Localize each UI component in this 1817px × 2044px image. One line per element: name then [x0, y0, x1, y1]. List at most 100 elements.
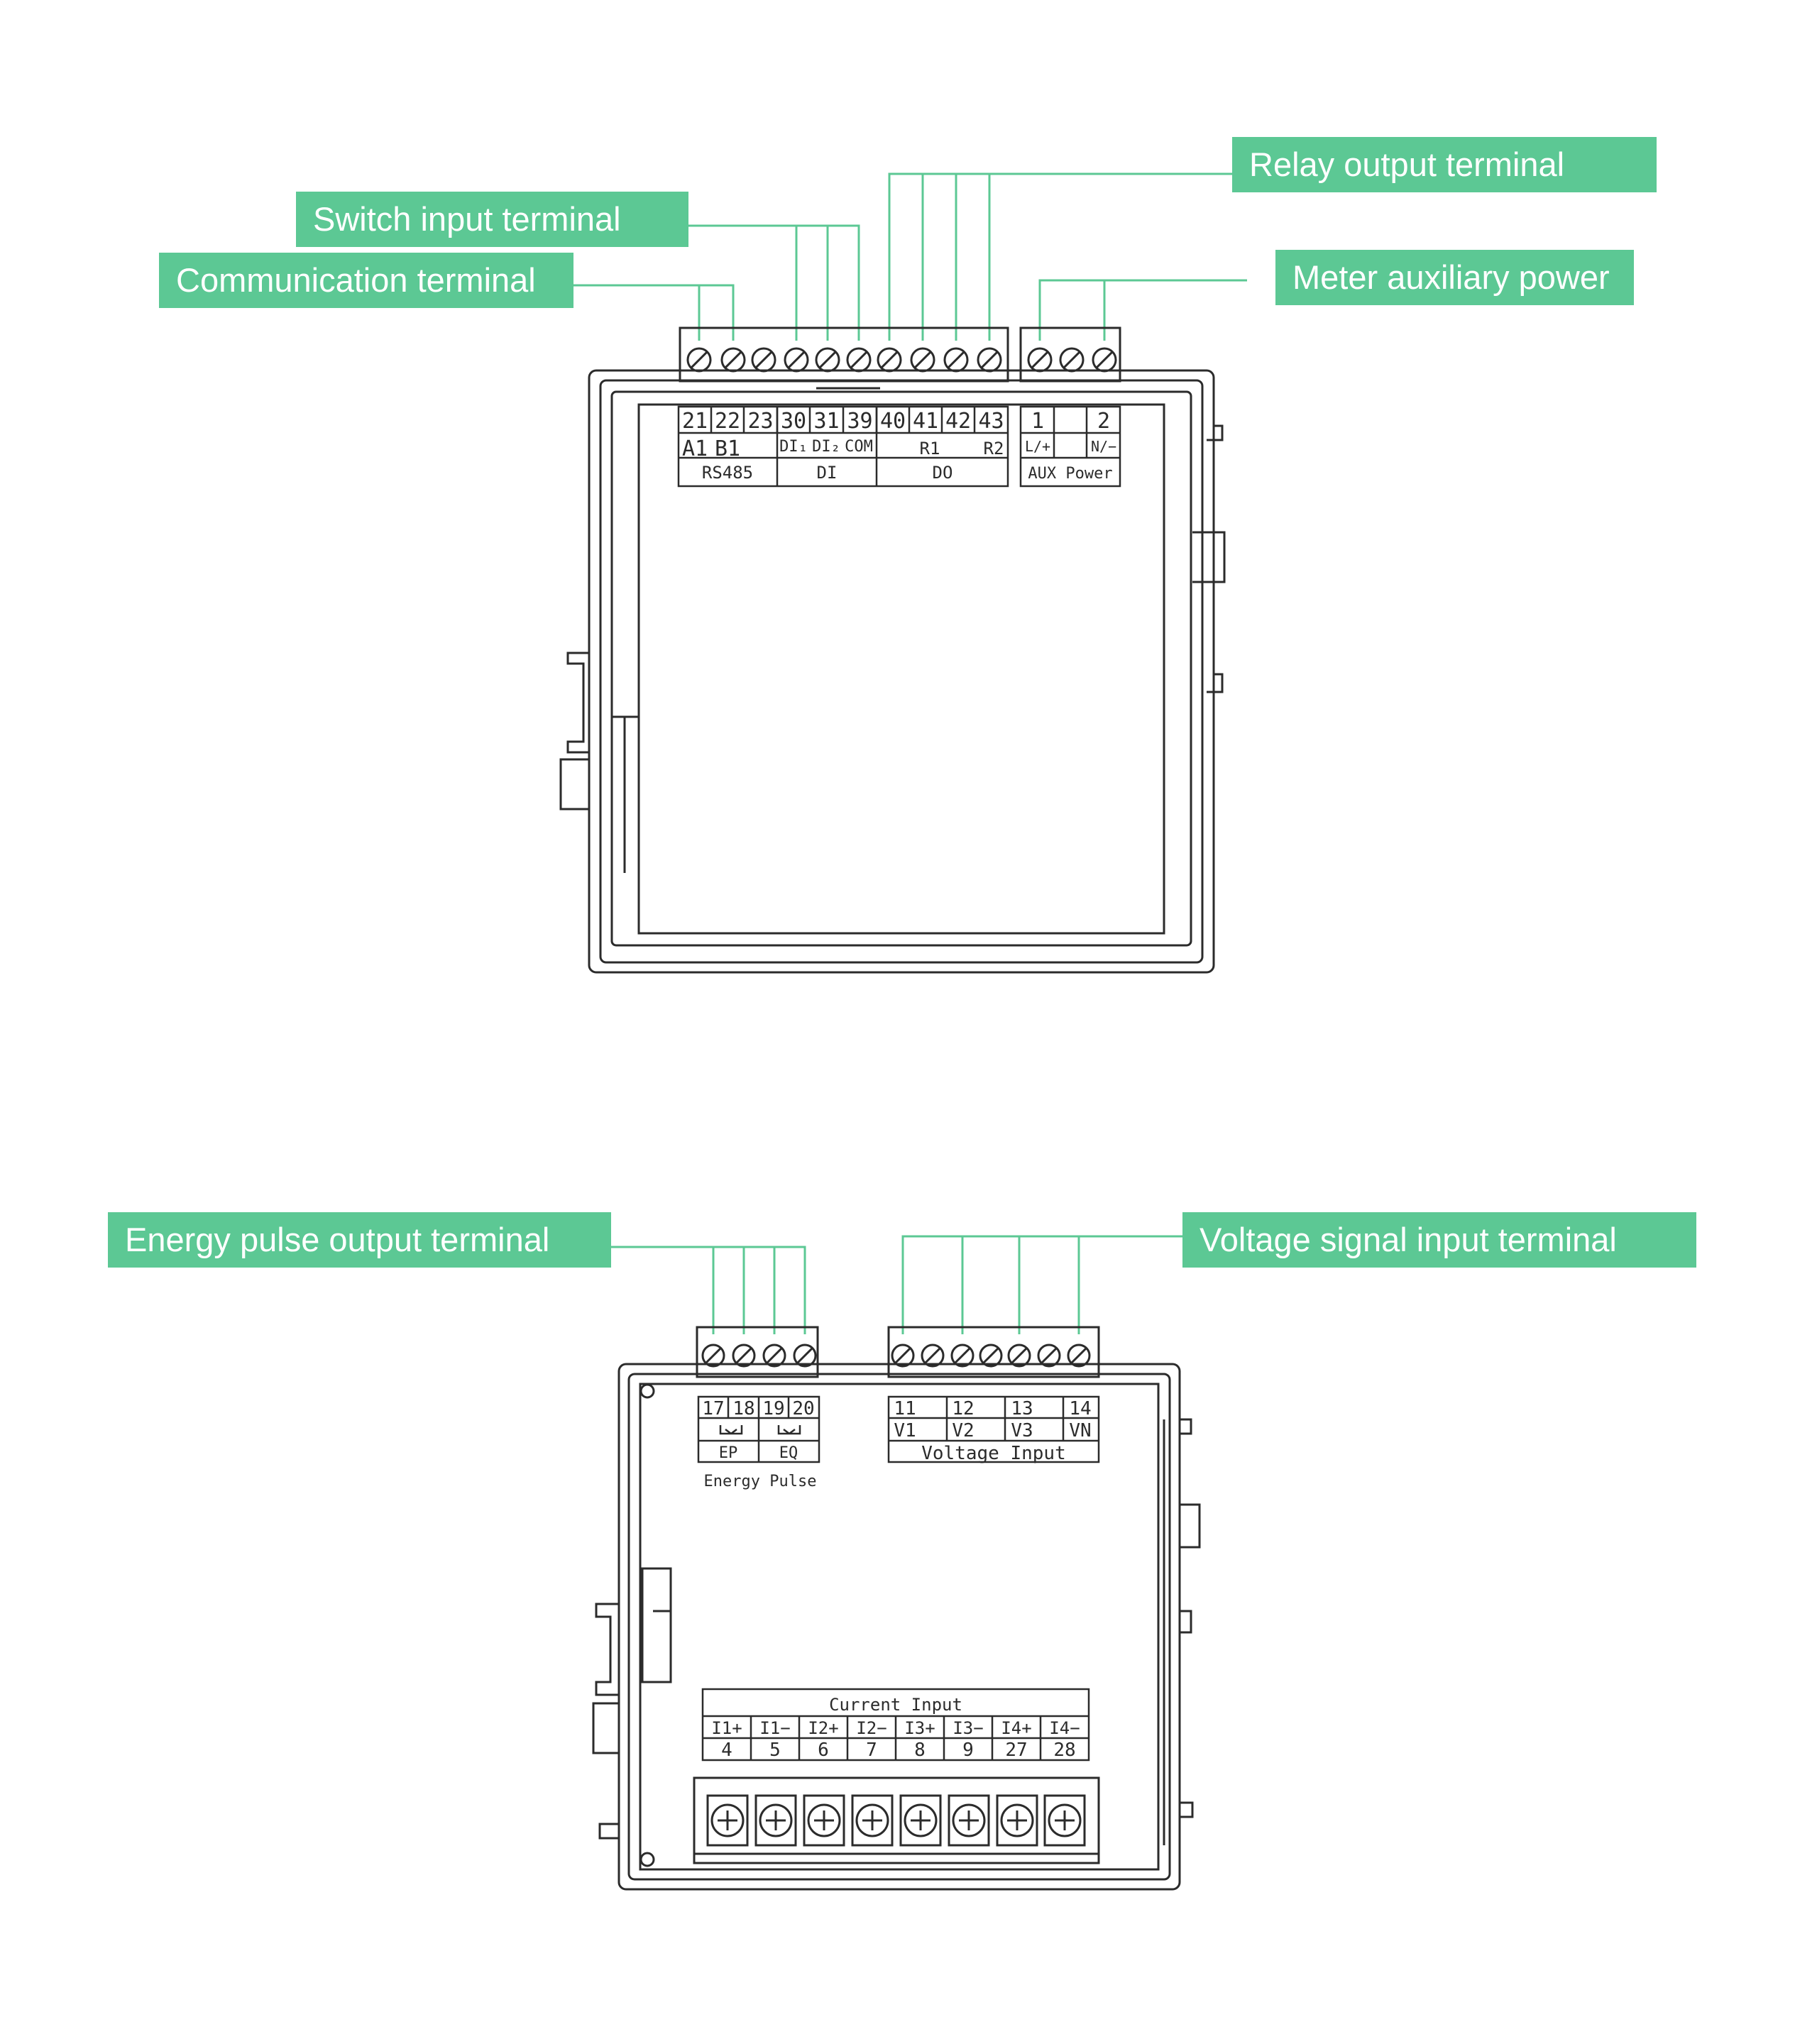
- screw: [762, 1344, 786, 1368]
- current-signal-label: I4+: [1001, 1718, 1031, 1738]
- screw: [1059, 347, 1085, 373]
- callout-switch-input: Switch input terminal: [296, 192, 688, 247]
- voltage-terminal-number: 13: [1011, 1398, 1033, 1419]
- aux-power-label: AUX Power: [1028, 465, 1112, 483]
- voltage-signal-label: V1: [894, 1420, 916, 1441]
- screw: [1092, 347, 1117, 373]
- top-terminal-blocks: [679, 326, 1121, 390]
- pulse-terminal-number: 18: [732, 1398, 754, 1419]
- pulse-terminal-number: 19: [762, 1398, 784, 1419]
- pulse-label: EP: [719, 1444, 738, 1462]
- current-screw: [948, 1794, 990, 1847]
- aux-terminal-number: 1: [1031, 409, 1044, 434]
- leader-line: [573, 284, 735, 341]
- bottom-meter-housing: [592, 1363, 1201, 1891]
- leader-line: [901, 1235, 1182, 1334]
- leader-line: [688, 224, 860, 341]
- screw: [979, 1344, 1003, 1368]
- screw: [891, 1344, 915, 1368]
- terminal-number: 23: [747, 409, 773, 434]
- group-label: RS485: [702, 463, 753, 483]
- screw: [877, 347, 902, 373]
- group-label: DI: [817, 463, 838, 483]
- screw: [846, 347, 872, 373]
- terminal-number: 43: [978, 409, 1004, 434]
- screw: [784, 347, 809, 373]
- current-screw: [851, 1794, 894, 1847]
- voltage-signal-label: V2: [952, 1420, 974, 1441]
- current-terminal-number: 28: [1053, 1740, 1075, 1761]
- current-terminal-number: 4: [721, 1740, 732, 1761]
- screw: [910, 347, 935, 373]
- current-screw: [706, 1794, 749, 1847]
- leader-line: [1038, 279, 1247, 341]
- screw: [921, 1344, 945, 1368]
- callout-voltage-input: Voltage signal input terminal: [1182, 1212, 1696, 1268]
- aux-signal-label: L/+: [1025, 438, 1050, 455]
- terminal-number: 40: [880, 409, 906, 434]
- screw: [1027, 347, 1053, 373]
- current-caption: Current Input: [829, 1695, 962, 1715]
- current-screw: [1043, 1794, 1086, 1847]
- current-signal-label: I3+: [904, 1718, 935, 1738]
- current-screw: [996, 1794, 1038, 1847]
- current-terminal-number: 9: [962, 1740, 974, 1761]
- pulse-caption: Energy Pulse: [704, 1473, 817, 1490]
- pulse-terminal-number: 17: [702, 1398, 724, 1419]
- current-terminal-number: 7: [866, 1740, 877, 1761]
- callout-energy-pulse: Energy pulse output terminal: [108, 1212, 611, 1268]
- screw: [751, 347, 776, 373]
- top-meter-housing: [559, 369, 1226, 974]
- pulse-label: EQ: [779, 1444, 798, 1462]
- bottom-screw-row: [701, 1344, 1091, 1368]
- screw: [815, 347, 840, 373]
- signal-label: B1: [715, 436, 740, 461]
- aux-terminal-number: 2: [1097, 409, 1110, 434]
- group-label: DO: [933, 463, 953, 483]
- current-terminal-block: [693, 1776, 1100, 1864]
- terminal-number: 21: [682, 409, 708, 434]
- pulse-label-table: [697, 1395, 820, 1463]
- current-signal-label: I2−: [856, 1718, 886, 1738]
- voltage-signal-label: V3: [1011, 1420, 1033, 1441]
- current-screw: [899, 1794, 942, 1847]
- current-screw: [754, 1794, 797, 1847]
- screw: [1037, 1344, 1061, 1368]
- callout-relay-output: Relay output terminal: [1232, 137, 1657, 192]
- terminal-number: 39: [847, 409, 872, 434]
- screw: [793, 1344, 817, 1368]
- screw: [720, 347, 746, 373]
- signal-label: DI₁: [779, 438, 808, 456]
- voltage-terminal-number: 11: [894, 1398, 916, 1419]
- current-screw-row: [706, 1794, 1086, 1847]
- screw: [1067, 1344, 1091, 1368]
- leader-line: [888, 172, 1232, 341]
- current-signal-label: I4−: [1049, 1718, 1080, 1738]
- terminal-number: 30: [781, 409, 806, 434]
- signal-label: R1: [920, 439, 940, 458]
- signal-label: DI₂: [812, 438, 840, 456]
- signal-label: A1: [682, 436, 708, 461]
- voltage-terminal-number: 14: [1069, 1398, 1091, 1419]
- voltage-signal-label: VN: [1069, 1420, 1091, 1441]
- current-screw: [803, 1794, 845, 1847]
- terminal-number: 41: [913, 409, 938, 434]
- bottom-terminal-blocks: [696, 1326, 1100, 1378]
- callout-aux-power: Meter auxiliary power: [1275, 250, 1634, 305]
- screw: [701, 1344, 725, 1368]
- current-terminal-number: 6: [818, 1740, 829, 1761]
- screw: [950, 1344, 975, 1368]
- terminal-number: 42: [945, 409, 971, 434]
- signal-label: COM: [845, 438, 873, 456]
- current-terminal-number: 5: [769, 1740, 781, 1761]
- voltage-label-table: [887, 1395, 1100, 1463]
- current-signal-label: I1−: [759, 1718, 790, 1738]
- signal-label: R2: [984, 439, 1004, 458]
- screw: [943, 347, 969, 373]
- current-signal-label: I2+: [808, 1718, 838, 1738]
- current-signal-label: I1+: [711, 1718, 742, 1738]
- voltage-caption: Voltage Input: [921, 1443, 1066, 1464]
- screw: [977, 347, 1002, 373]
- voltage-terminal-number: 12: [952, 1398, 974, 1419]
